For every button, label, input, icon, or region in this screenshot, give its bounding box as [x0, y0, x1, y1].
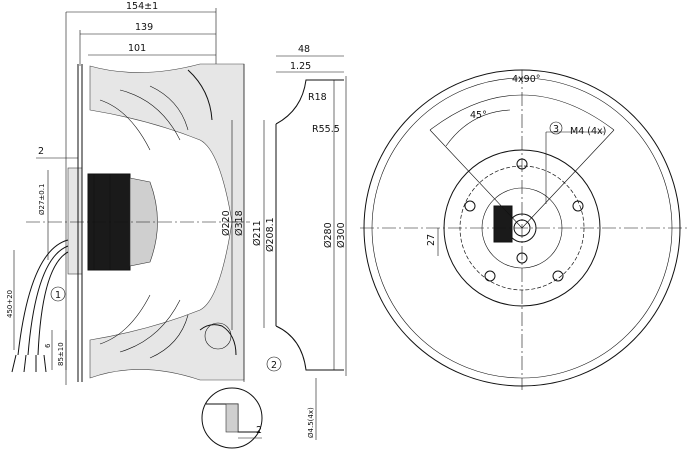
dim-45-label: 45°	[470, 110, 487, 121]
dim-48-label: 48	[298, 44, 310, 55]
detail-view-circle	[201, 387, 263, 449]
dim-300-label: Ø300	[336, 222, 347, 248]
cable-2	[27, 245, 69, 356]
dim-211-label: Ø211	[252, 220, 263, 246]
callout-1-circle	[50, 286, 66, 302]
dim-m4-label: M4 (4x)	[570, 126, 606, 137]
dim-27-label: 27	[426, 234, 437, 246]
mount-hole-3	[484, 270, 496, 282]
dim-r18-label: R18	[308, 92, 327, 103]
cable-3	[37, 251, 69, 356]
dim-318-label: Ø318	[234, 210, 245, 236]
callout-3-circle	[549, 121, 563, 135]
dim-220-label: Ø220	[221, 210, 232, 236]
blade-edge-7	[99, 294, 151, 345]
dim-4x90-label: 4x90°	[512, 74, 541, 85]
front-view: 4x90° 45° 3 M4 (4x) 27	[360, 69, 690, 390]
blade-edge-5	[119, 299, 181, 353]
ring-profile-top	[275, 79, 344, 125]
base-plate	[67, 167, 83, 275]
angle-arc-45	[445, 109, 511, 147]
dim-280-label: Ø280	[323, 222, 334, 248]
callout-2-label: 2	[271, 360, 277, 371]
cable-1	[17, 239, 69, 356]
blade-edge-2	[149, 85, 189, 131]
dim-r55-label: R55.5	[312, 124, 340, 135]
dim-6-label: 6	[44, 343, 52, 348]
callout-2-circle	[266, 356, 282, 372]
shroud-curve-lower	[199, 324, 237, 356]
dim-139-label: 139	[135, 22, 153, 33]
ring-profile-bottom	[275, 325, 344, 371]
blade-edge-4	[187, 69, 213, 121]
dim-85-label: 85±10	[57, 342, 65, 366]
dim-dia27-label: Ø27±0.1	[38, 184, 46, 215]
detail-section	[225, 403, 239, 433]
dim-hole-label: Ø4.5(4x)	[307, 407, 315, 438]
cable-end-2	[23, 354, 27, 373]
blade-edge-1	[119, 89, 181, 141]
dim-2-label: 2	[38, 146, 44, 157]
angle-lines-90	[429, 129, 615, 229]
inlet-ring-view: 48 1.25 R18 R55.5 Ø211 Ø208.1 Ø280 Ø300 …	[252, 44, 347, 440]
dim-101-label: 101	[128, 43, 146, 54]
dim-208-label: Ø208.1	[265, 217, 276, 252]
dim-cable-label: 450+20	[6, 290, 14, 318]
mount-hole-1	[464, 200, 476, 212]
detail-circle-marker	[204, 322, 232, 350]
terminal-block	[493, 205, 513, 243]
side-view: 154±1 139 101 2 Ø27±0.1	[6, 1, 263, 449]
callout-1-label: 1	[55, 290, 61, 301]
callout-3-label: 3	[553, 124, 559, 135]
mount-hole-4	[552, 270, 564, 282]
detail-dim-label: 2	[256, 425, 262, 436]
blade-edge-3	[99, 99, 151, 151]
dim-overall-label: 154±1	[126, 1, 158, 12]
dim-1-25-label: 1.25	[290, 61, 311, 72]
mount-hole-2	[572, 200, 584, 212]
blade-edge-6	[149, 314, 189, 359]
cable-end-1	[11, 354, 17, 373]
angle-arc-90	[429, 94, 615, 131]
impeller-upper	[89, 63, 245, 223]
cable-end-4	[43, 354, 47, 373]
